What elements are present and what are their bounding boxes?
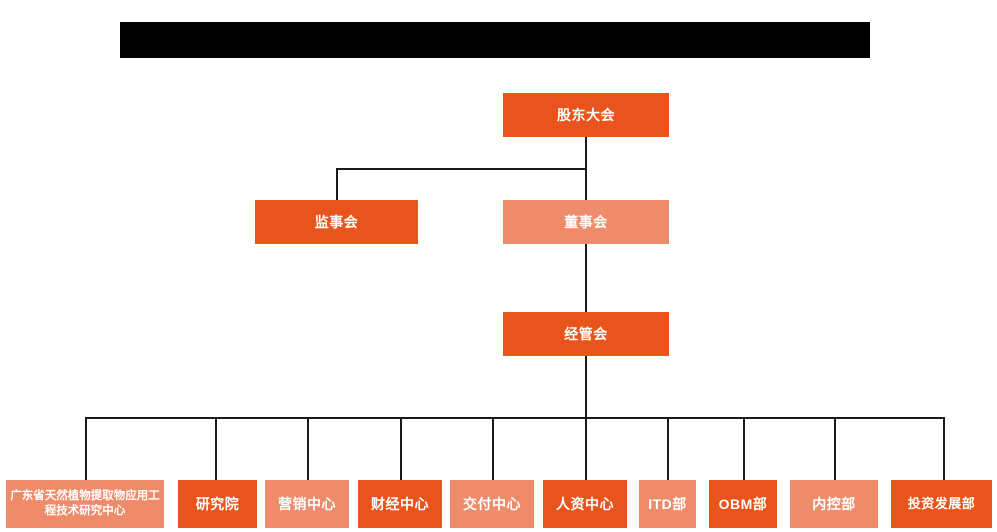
connector-directors-to-management <box>585 244 587 312</box>
node-research-institute[interactable]: 研究院 <box>178 480 257 528</box>
connector-level4-bar <box>85 417 945 419</box>
connector-drop-hr <box>585 417 587 480</box>
redacted-title-bar <box>120 22 870 58</box>
connector-drop-finance <box>400 417 402 480</box>
node-board-of-supervisors[interactable]: 监事会 <box>255 200 418 244</box>
connector-drop-institute <box>215 417 217 480</box>
node-delivery-center[interactable]: 交付中心 <box>450 480 534 528</box>
node-shareholders-meeting[interactable]: 股东大会 <box>503 93 669 137</box>
connector-drop-marketing <box>307 417 309 480</box>
node-obm-department[interactable]: OBM部 <box>709 480 777 528</box>
connector-drop-obm <box>743 417 745 480</box>
connector-management-down <box>585 356 587 417</box>
connector-drop-investment <box>943 417 945 480</box>
node-guangdong-rnd-center[interactable]: 广东省天然植物提取物应用工程技术研究中心 <box>6 480 164 528</box>
node-internal-control-department[interactable]: 内控部 <box>790 480 878 528</box>
connector-supervisors-down <box>336 168 338 200</box>
node-marketing-center[interactable]: 营销中心 <box>265 480 349 528</box>
connector-level2-bar <box>336 168 587 170</box>
connector-drop-rnd-center <box>85 417 87 480</box>
connector-drop-delivery <box>492 417 494 480</box>
connector-drop-internal-control <box>834 417 836 480</box>
node-investment-development-department[interactable]: 投资发展部 <box>891 480 992 528</box>
connector-drop-itd <box>667 417 669 480</box>
connector-directors-down <box>585 168 587 200</box>
node-hr-center[interactable]: 人资中心 <box>543 480 627 528</box>
node-board-of-directors[interactable]: 董事会 <box>503 200 669 244</box>
node-finance-center[interactable]: 财经中心 <box>358 480 442 528</box>
node-itd-department[interactable]: ITD部 <box>639 480 696 528</box>
node-management-committee[interactable]: 经管会 <box>503 312 669 356</box>
connector-shareholders-down <box>585 137 587 169</box>
